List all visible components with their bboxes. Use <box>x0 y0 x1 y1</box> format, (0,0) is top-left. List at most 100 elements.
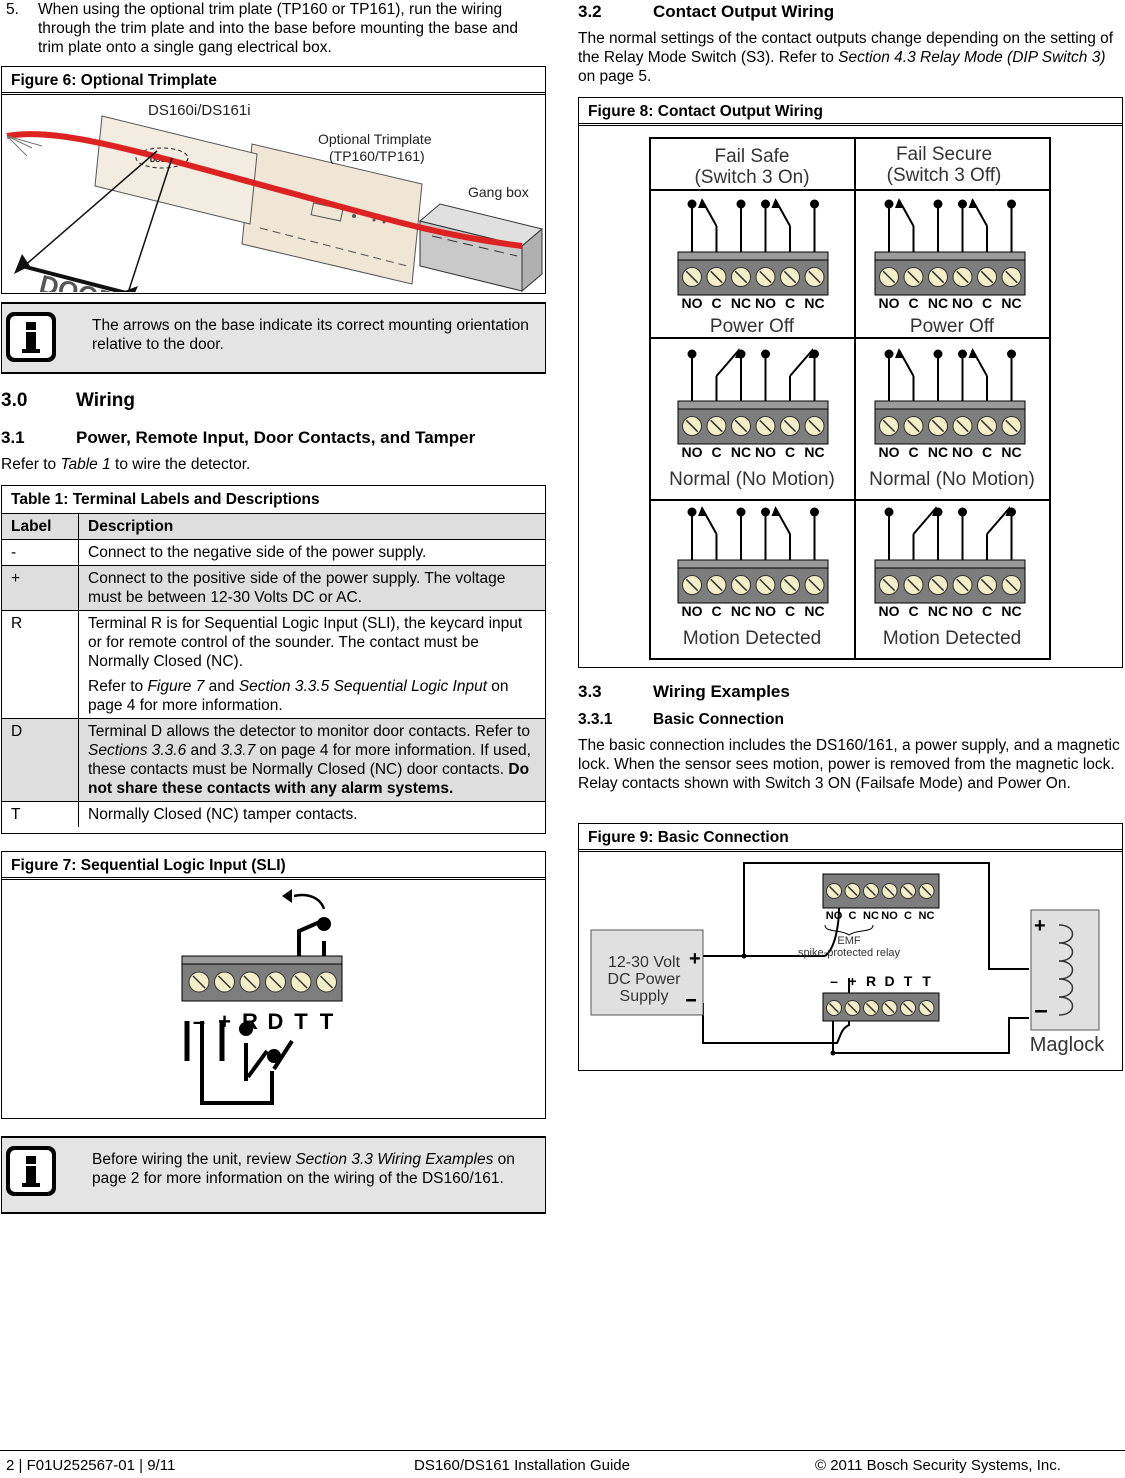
terminal-label: NO <box>755 603 776 619</box>
terminal-table: Label Description - Connect to the negat… <box>2 514 545 827</box>
figure-9: Figure 9: Basic Connection 12-30 Volt DC… <box>578 823 1123 1071</box>
section-3-0-number: 3.0 <box>1 390 28 411</box>
note-mounting-orientation: The arrows on the base indicate its corr… <box>1 302 546 374</box>
fail-safe-subtitle: (Switch 3 On) <box>694 167 809 188</box>
footer-rule <box>0 1450 1125 1451</box>
terminal-label: NC <box>731 295 751 311</box>
label-detector: DS160i/DS161i <box>148 102 251 119</box>
row-desc: Connect to the positive side of the powe… <box>78 565 545 611</box>
terminal-label: NO <box>755 444 776 460</box>
power-supply: 12-30 Volt DC Power Supply + <box>590 929 704 1016</box>
terminal-label: C <box>908 444 918 460</box>
terminal-label: C <box>982 295 992 311</box>
terminal-label: C <box>711 603 721 619</box>
terminal-label: C <box>982 444 992 460</box>
terminal-label: + <box>848 973 856 989</box>
label-trimplate-1: Optional Trimplate <box>318 131 432 147</box>
fail-safe-title: Fail Safe <box>715 146 790 167</box>
label-gangbox: Gang box <box>468 184 529 200</box>
section-3-3-title: Wiring Examples <box>653 682 790 701</box>
terminal-label: R <box>866 973 876 989</box>
emf-label: EMF <box>837 935 861 947</box>
row-caption: Power Off <box>910 316 995 337</box>
table-row: T Normally Closed (NC) tamper contacts. <box>2 801 545 827</box>
refer-table-1: Refer to Table 1 to wire the detector. <box>1 456 251 473</box>
relay-mode-link[interactable]: Section 4.3 Relay Mode (DIP Switch 3) <box>838 49 1106 66</box>
note-1-text: The arrows on the base indicate its corr… <box>92 317 529 353</box>
terminal-label: C <box>785 295 795 311</box>
terminal-label: NC <box>1001 444 1021 460</box>
figure-6: Figure 6: Optional Trimplate DOOR <box>1 66 546 294</box>
terminal-label: NC <box>804 603 824 619</box>
gang-box <box>418 203 544 292</box>
table-1: Table 1: Terminal Labels and Description… <box>1 485 546 834</box>
terminal-label: NO <box>682 444 703 460</box>
relay-label: C <box>849 910 857 922</box>
row-desc: Terminal D allows the detector to monito… <box>78 718 545 802</box>
label-trimplate-2: (TP160/TP161) <box>329 148 425 164</box>
table-header-row: Label Description <box>2 514 545 540</box>
row-label: T <box>2 801 79 827</box>
terminal-label: C <box>785 603 795 619</box>
footer-right: © 2011 Bosch Security Systems, Inc. <box>815 1457 1061 1474</box>
terminal-label: T <box>294 1009 308 1034</box>
section-3-0-title: Wiring <box>76 390 135 411</box>
figure-7: Figure 7: Sequential Logic Input (SLI) –… <box>1 851 546 1119</box>
plus-icon: + <box>1034 915 1046 937</box>
figure-8: Figure 8: Contact Output Wiring Fail Saf… <box>578 97 1123 668</box>
row-desc: Normally Closed (NC) tamper contacts. <box>78 801 545 827</box>
footer-center: DS160/DS161 Installation Guide <box>414 1457 630 1474</box>
relay-caption: spike-protected relay <box>798 947 901 959</box>
note-wiring-review: Before wiring the unit, review Section 3… <box>1 1136 546 1214</box>
terminal-label: NO <box>682 603 703 619</box>
terminal-label: D <box>268 1009 284 1034</box>
table-row: D Terminal D allows the detector to moni… <box>2 718 545 802</box>
terminal-label: C <box>908 295 918 311</box>
terminal-label: T <box>320 1009 334 1034</box>
step-5-text: When using the optional trim plate (TP16… <box>38 1 518 56</box>
minus-icon <box>686 999 696 1002</box>
section-3-3-number: 3.3 <box>578 682 602 701</box>
terminal-label: NO <box>879 295 900 311</box>
terminal-label: C <box>908 603 918 619</box>
maglock: + Maglock <box>1030 909 1105 1056</box>
terminal-label: T <box>904 973 913 989</box>
figure-7-title: Figure 7: Sequential Logic Input (SLI) <box>2 852 545 880</box>
psu-label-2: DC Power <box>608 971 682 988</box>
terminal-label: NC <box>928 295 948 311</box>
footer-left: 2 | F01U252567-01 | 9/11 <box>6 1457 176 1474</box>
terminal-label: NO <box>682 295 703 311</box>
psu-label-3: Supply <box>620 988 669 1005</box>
row-label: + <box>2 565 79 611</box>
step-5-number: 5. <box>6 1 19 18</box>
psu-label-1: 12-30 Volt <box>608 954 681 971</box>
wiring-examples-link[interactable]: Section 3.3 Wiring Examples <box>295 1151 494 1168</box>
table-1-title: Table 1: Terminal Labels and Description… <box>2 486 545 514</box>
col-desc-header: Description <box>78 514 545 540</box>
terminal-label: NO <box>755 295 776 311</box>
terminal-label: NC <box>804 444 824 460</box>
row-desc: Terminal R is for Sequential Logic Input… <box>78 610 545 719</box>
terminal-label: NC <box>804 295 824 311</box>
table-row: + Connect to the positive side of the po… <box>2 565 545 611</box>
table-1-link[interactable]: Table 1 <box>60 456 111 473</box>
section-3-1-title: Power, Remote Input, Door Contacts, and … <box>76 428 476 447</box>
fail-secure-subtitle: (Switch 3 Off) <box>887 165 1002 186</box>
terminal-label: NC <box>1001 603 1021 619</box>
terminal-label: C <box>982 603 992 619</box>
terminal-label: NC <box>1001 295 1021 311</box>
terminal-label: NO <box>952 603 973 619</box>
terminal-label: T <box>922 973 931 989</box>
section-3-1-number: 3.1 <box>1 428 25 447</box>
terminal-label: NC <box>731 603 751 619</box>
fail-secure-title: Fail Secure <box>896 144 992 165</box>
terminal-label: NC <box>928 603 948 619</box>
row-caption: Motion Detected <box>683 628 821 649</box>
row-label: D <box>2 718 79 802</box>
